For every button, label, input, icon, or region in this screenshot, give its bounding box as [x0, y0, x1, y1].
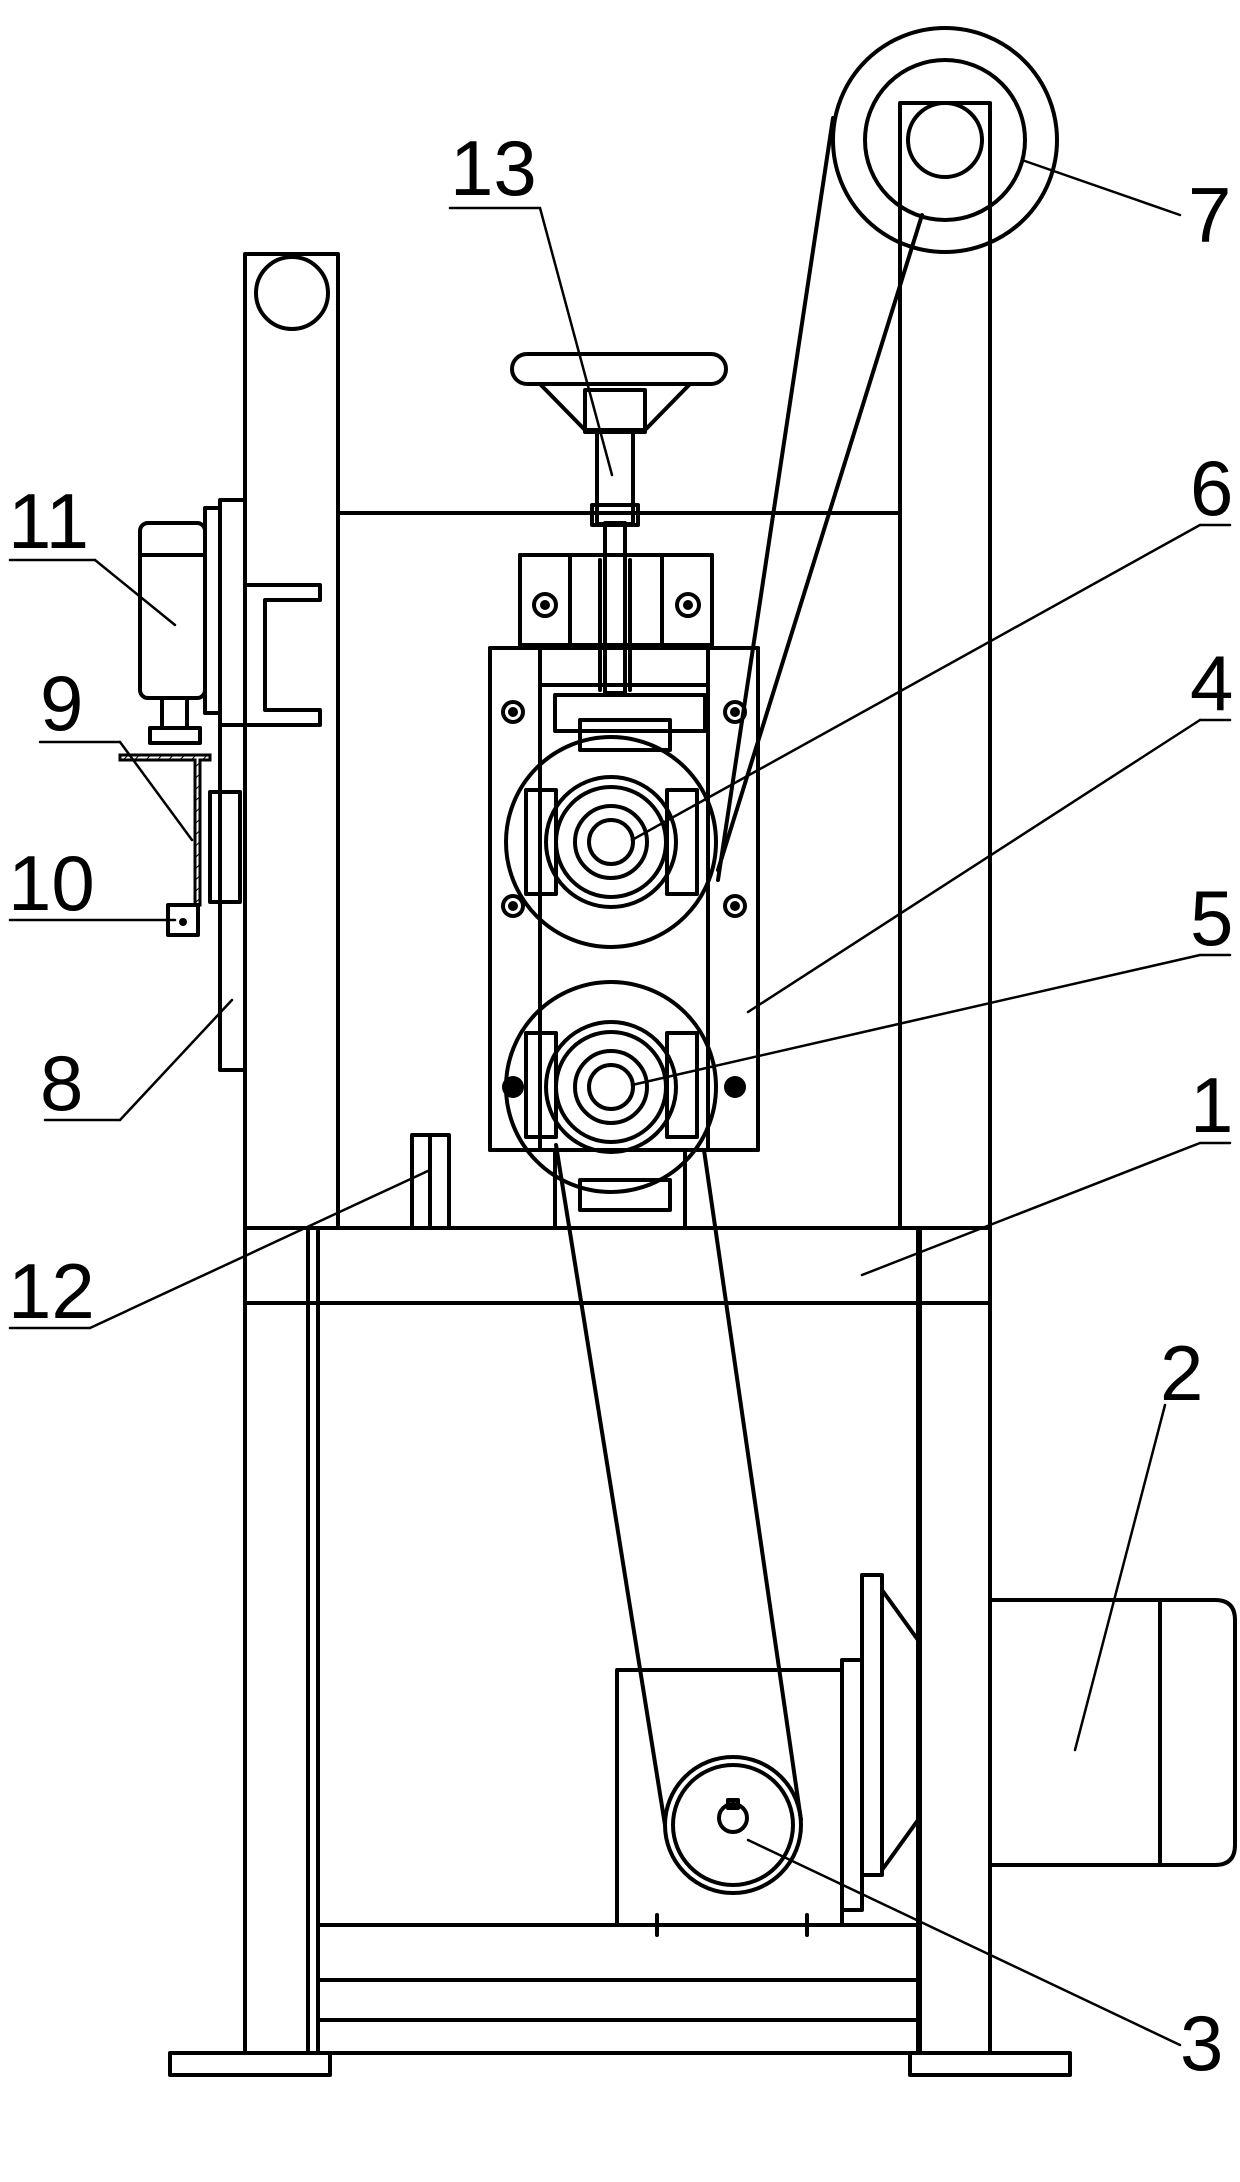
lower-beam-2 [316, 2018, 920, 2055]
label-10: 10 [8, 839, 95, 927]
label-9: 9 [40, 659, 83, 747]
label-7: 7 [1188, 171, 1231, 259]
label-4: 4 [1190, 639, 1233, 727]
left-foot [168, 2051, 332, 2077]
upper-roller-outer [504, 735, 718, 949]
side-unit [118, 498, 322, 1072]
label-3: 3 [1180, 1999, 1223, 2087]
motor-assembly [615, 1573, 1237, 1937]
roller-frame-outer [488, 646, 760, 1152]
top-bracket [518, 553, 714, 647]
label-2: 2 [1160, 1329, 1203, 1417]
top-pulley [831, 26, 1059, 254]
roller-frame [488, 646, 760, 1230]
upper-roller [544, 775, 678, 909]
label-12: 12 [8, 1247, 95, 1335]
belts [554, 116, 924, 1827]
screw-shaft [595, 430, 635, 526]
motor [988, 1598, 1237, 1867]
base-plate [243, 1226, 992, 1305]
small-motor [138, 521, 207, 700]
drive-pulley [663, 1755, 803, 1895]
leader-lines [8, 158, 1232, 2047]
right-foot [908, 2051, 1072, 2077]
side-plate [218, 723, 247, 1072]
label-1: 1 [1190, 1061, 1233, 1149]
label-5: 5 [1190, 874, 1233, 962]
label-6: 6 [1190, 444, 1233, 532]
stop-post [410, 1133, 451, 1230]
right-column-hole [906, 101, 984, 179]
handwheel-assembly [510, 352, 728, 695]
lower-beam-1 [316, 1923, 920, 1982]
base-frame [168, 1226, 1072, 2077]
left-column-hole [254, 255, 330, 331]
handwheel [510, 352, 728, 386]
label-13: 13 [450, 124, 537, 212]
part-labels: 13 7 6 4 5 1 2 3 11 9 10 8 12 [8, 124, 1233, 2087]
label-11: 11 [8, 477, 89, 565]
lower-roller [544, 1020, 678, 1154]
left-column [243, 252, 340, 1230]
label-8: 8 [40, 1039, 83, 1127]
